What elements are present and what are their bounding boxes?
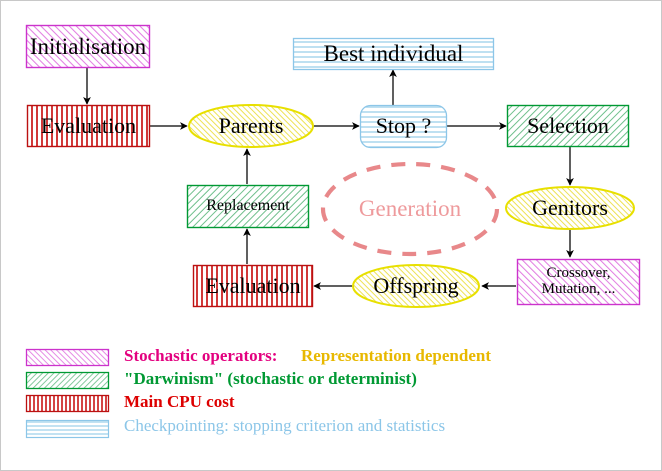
node-generation (320, 161, 500, 257)
legend-label-stochastic-operators: Stochastic operators: (124, 346, 278, 365)
legend-swatch-darwinism (25, 371, 110, 390)
node-offspring (352, 264, 480, 308)
node-best-individual (292, 37, 495, 71)
legend-swatch-stochastic-operators (25, 348, 110, 367)
node-evaluation-bottom (192, 264, 314, 308)
node-crossover-mutation (516, 258, 641, 306)
legend-label-checkpointing: Checkpointing: stopping criterion and st… (124, 416, 446, 435)
node-selection (506, 104, 630, 148)
node-stop (359, 104, 448, 149)
node-evaluation-top (26, 104, 151, 148)
legend-label-darwinism: "Darwinism" (stochastic or determinist) (124, 369, 417, 388)
node-parents (188, 104, 314, 148)
legend-label-main-cpu-cost: Main CPU cost (124, 392, 235, 411)
legend-label-representation-dependent: Representation dependent (301, 346, 491, 365)
node-initialisation (25, 24, 151, 69)
node-genitors (505, 186, 635, 230)
node-replacement (186, 184, 310, 229)
legend-swatch-main-cpu-cost (25, 394, 110, 413)
legend-swatch-checkpointing (25, 419, 110, 439)
